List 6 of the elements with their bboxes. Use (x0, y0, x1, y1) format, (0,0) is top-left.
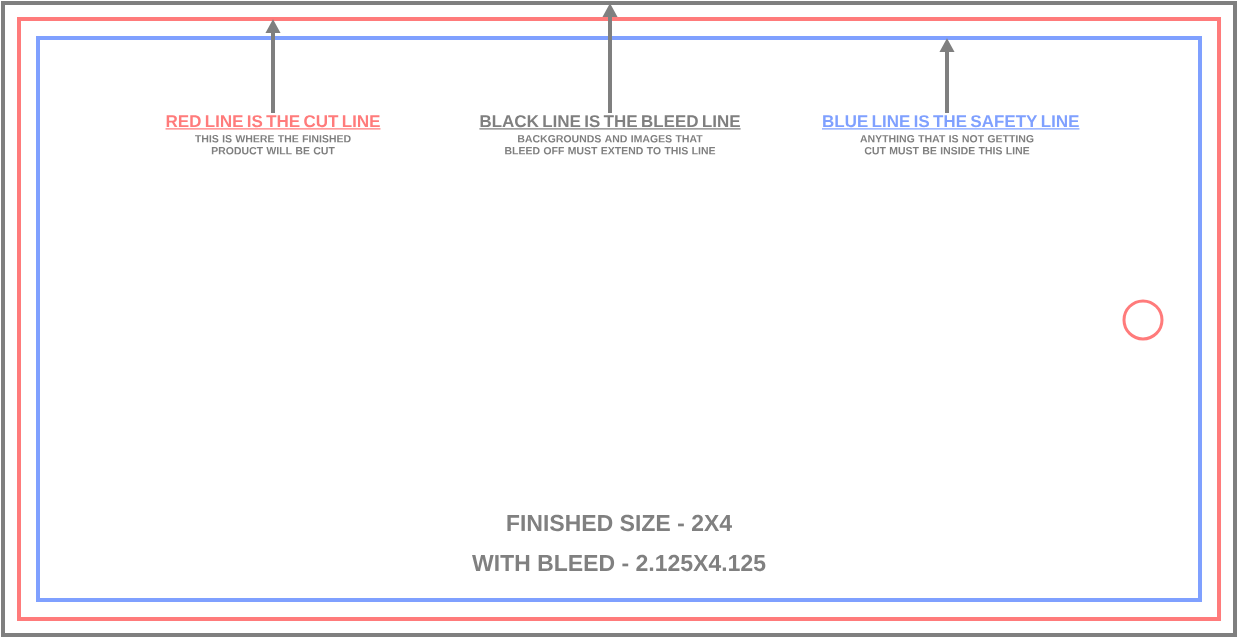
size-note: FINISHED SIZE - 2X4 (507, 514, 732, 532)
size-note: WITH BLEED - 2.125X4.125 (472, 554, 766, 572)
callout-text: BLACK LINE IS THE BLEED LINE BACKGROUNDS AND IMAGES THAT BLEED OFF MUST EXTEND TO THIS LINE (478, 115, 742, 155)
callout-text: RED LINE IS THE CUT LINE THIS IS WHERE THE FINISHED PRODUCT WILL BE CUT (164, 115, 382, 155)
callout-text: BLUE LINE IS THE SAFETY LINE ANYTHING THAT IS NOT GETTING CUT MUST BE INSIDE THIS LINE (821, 115, 1081, 155)
hole-marker (1122, 299, 1164, 341)
